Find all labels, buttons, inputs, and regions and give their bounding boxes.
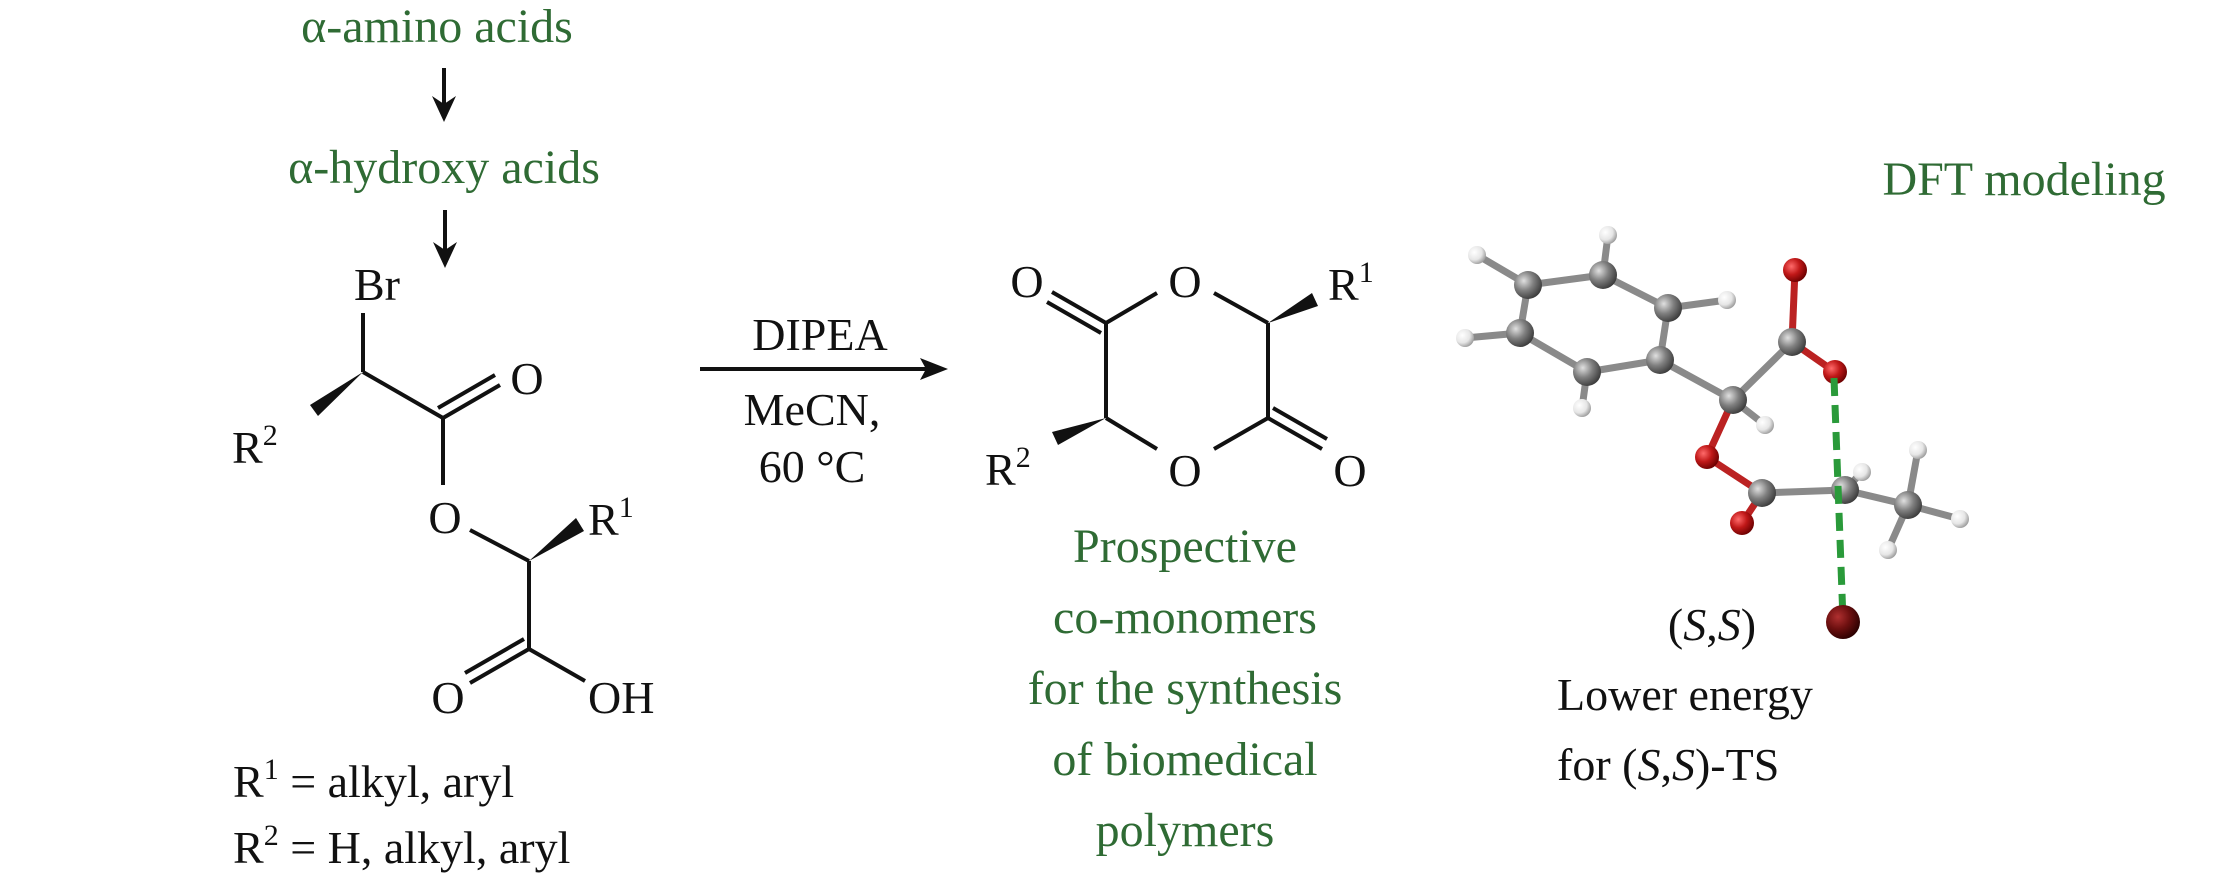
atom-o-top: O [1168, 256, 1201, 307]
carbon-atoms [1506, 261, 1922, 519]
caption-line: Prospective [1073, 520, 1297, 573]
definition-r1: R1 = alkyl, aryl [233, 753, 514, 807]
label-r1: R1 [588, 491, 634, 545]
reaction-arrow: DIPEA MeCN, 60 °C [700, 309, 948, 492]
pathway-step-hydroxy-acids: α-hydroxy acids [288, 141, 600, 194]
wedge-bond [1052, 418, 1106, 445]
dft-title: DFT modeling [1882, 153, 2165, 206]
transition-state-model [1456, 226, 1969, 639]
stereo-label: (S,S) [1668, 599, 1756, 650]
caption-line: for the synthesis [1028, 662, 1343, 715]
atom-oh: OH [588, 672, 654, 723]
bromine-atom [1826, 605, 1860, 639]
temperature-label: 60 °C [759, 441, 866, 492]
label-r2: R2 [232, 419, 278, 473]
reagent-label: DIPEA [752, 309, 887, 360]
pathway-step-amino-acids: α-amino acids [301, 0, 573, 53]
wedge-bond [310, 372, 363, 416]
atom-br: Br [354, 259, 400, 310]
forming-bond-dashed [1830, 377, 1847, 621]
solvent-label: MeCN, [744, 384, 881, 435]
definition-r2: R2 = H, alkyl, aryl [233, 819, 570, 873]
atom-o-right: O [1333, 445, 1366, 496]
product-label-r2: R2 [985, 441, 1031, 495]
atom-o-carbonyl: O [510, 353, 543, 404]
caption-line: of biomedical [1052, 733, 1317, 786]
oxygen-atoms [1695, 258, 1847, 535]
arrow-head-icon [920, 358, 948, 380]
caption-line: co-monomers [1053, 591, 1317, 644]
synthesis-pathway: α-amino acids α-hydroxy acids [288, 0, 600, 268]
energy-note-line1: Lower energy [1557, 669, 1813, 720]
wedge-bond [529, 518, 584, 561]
down-arrow-icon [433, 210, 457, 268]
product-caption: Prospective co-monomers for the synthesi… [1028, 520, 1343, 857]
wedge-bond [1268, 293, 1318, 323]
atom-o-ester: O [428, 492, 461, 543]
energy-note-line2: for (S,S)-TS [1557, 739, 1779, 790]
product-structure: O O O O R1 R2 [985, 256, 1374, 496]
product-label-r1: R1 [1328, 256, 1374, 310]
atom-o-acid: O [431, 672, 464, 723]
caption-line: polymers [1096, 804, 1275, 857]
reactant-structure: Br R2 O O R1 O OH R1 = alkyl, aryl R2 = … [232, 259, 654, 873]
down-arrow-icon [432, 68, 456, 122]
hydrogen-atoms [1456, 226, 1969, 559]
atom-o-left: O [1010, 256, 1043, 307]
atom-o-bottom: O [1168, 445, 1201, 496]
